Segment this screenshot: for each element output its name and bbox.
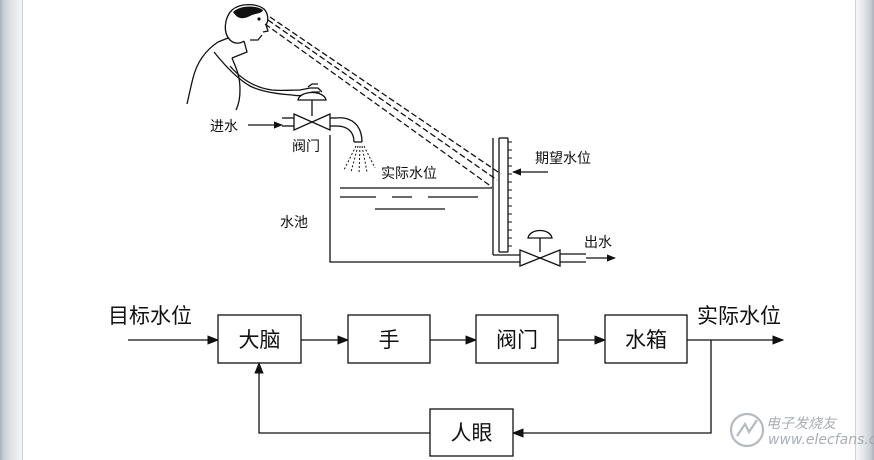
- eye-block-label: 人眼: [451, 421, 493, 445]
- feedback-line-to-brain: [254, 361, 430, 434]
- actual-level-label: 实际水位: [381, 166, 437, 182]
- expected-level-label: 期望水位: [535, 151, 591, 167]
- sight-lines: [264, 16, 502, 188]
- valve-block-label: 阀门: [496, 328, 538, 352]
- watermark-brand: 电子发烧友: [766, 416, 838, 432]
- input-label: 目标水位: [108, 304, 192, 328]
- outlet-valve-icon: [519, 229, 586, 267]
- watermark-url: www.elecfans.com: [768, 432, 874, 448]
- tank-block-label: 水箱: [625, 328, 667, 352]
- page-right-edge: [855, 0, 856, 460]
- tank-block: [604, 314, 688, 364]
- water-spray-icon: [343, 145, 376, 175]
- tank-label: 水池: [280, 215, 308, 231]
- level-gauge: [498, 137, 512, 253]
- brain-block-label: 大脑: [239, 328, 281, 352]
- valve-block: [475, 314, 559, 364]
- page-left-edge: [22, 0, 23, 460]
- output-label: 实际水位: [697, 304, 781, 328]
- inlet-valve-icon: [293, 91, 363, 143]
- water-surface: [340, 187, 492, 210]
- elecfans-logo-icon: [729, 412, 765, 448]
- person-figure: [186, 3, 323, 111]
- inlet-label: 进水: [210, 119, 238, 135]
- brain-block: [217, 314, 302, 364]
- hand-block-label: 手: [379, 328, 400, 352]
- valve-label: 阀门: [292, 139, 320, 155]
- feedback-line-to-eye: [511, 340, 712, 438]
- outlet-label: 出水: [584, 235, 612, 251]
- hand-block: [347, 314, 431, 364]
- document-right-margin: [856, 0, 874, 460]
- document-left-margin: [0, 0, 22, 460]
- watermark: 电子发烧友 www.elecfans.com: [729, 412, 874, 448]
- water-tank: [329, 135, 520, 263]
